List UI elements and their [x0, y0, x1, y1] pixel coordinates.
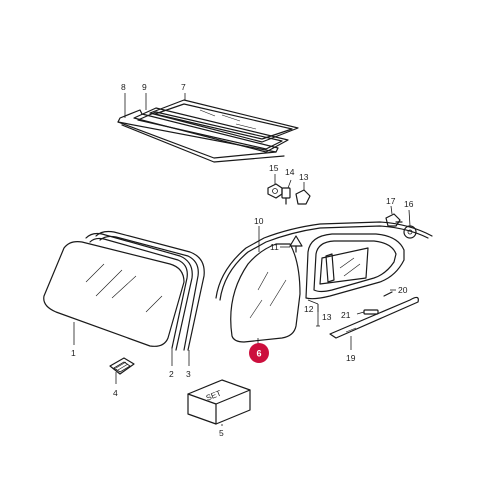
- callout-12: 12: [304, 304, 314, 314]
- part-11-pin: [289, 235, 303, 253]
- callout-9: 9: [142, 82, 147, 92]
- callout-6: 6: [256, 349, 261, 359]
- part-14-screw: [281, 187, 291, 205]
- part-12-13-quarter-frame: [305, 233, 405, 300]
- callout-4: 4: [113, 388, 118, 398]
- callout-3: 3: [186, 369, 191, 379]
- callout-2: 2: [169, 369, 174, 379]
- callout-20: 20: [398, 285, 408, 295]
- part-7-sunroof-glass: [149, 99, 299, 143]
- part-21-rod: [363, 309, 379, 315]
- leader-lines: [73, 93, 411, 426]
- callout-19: 19: [346, 353, 356, 363]
- callout-8: 8: [121, 82, 126, 92]
- callout-13-top: 13: [299, 172, 309, 182]
- callout-11: 11: [270, 242, 279, 252]
- callout-15: 15: [269, 163, 279, 173]
- callout-6-highlight[interactable]: 6: [249, 343, 269, 363]
- callout-21: 21: [341, 310, 351, 320]
- highlight-marker[interactable]: [249, 343, 269, 363]
- callout-14: 14: [285, 167, 295, 177]
- part-6-quarter-glass: [230, 243, 301, 343]
- callout-17: 17: [386, 196, 396, 206]
- part-13-bracket: [295, 189, 311, 205]
- part-17-bolt: [385, 213, 403, 227]
- callout-16: 16: [404, 199, 414, 209]
- part-2-windshield-seal: [85, 232, 193, 351]
- part-15-nut: [267, 183, 283, 199]
- part-8-outer-seal: [117, 109, 285, 163]
- part-1-windshield: [43, 241, 185, 347]
- part-9-sunroof-seal: [133, 107, 289, 153]
- part-5-set-box: SET: [187, 379, 251, 425]
- callout-5: 5: [219, 428, 224, 438]
- callout-1: 1: [71, 348, 76, 358]
- callout-7: 7: [181, 82, 186, 92]
- part-20-sill-trim: [329, 291, 419, 339]
- set-box-label: SET: [205, 388, 223, 402]
- callout-13: 13: [322, 312, 332, 322]
- part-4-clip: [109, 357, 135, 375]
- callout-labels: 8 9 7 1 2 3 4 5 10 11 15 14 13 17 16 12 …: [71, 82, 414, 438]
- part-3-trim-strip: [95, 230, 205, 351]
- callout-10: 10: [254, 216, 264, 226]
